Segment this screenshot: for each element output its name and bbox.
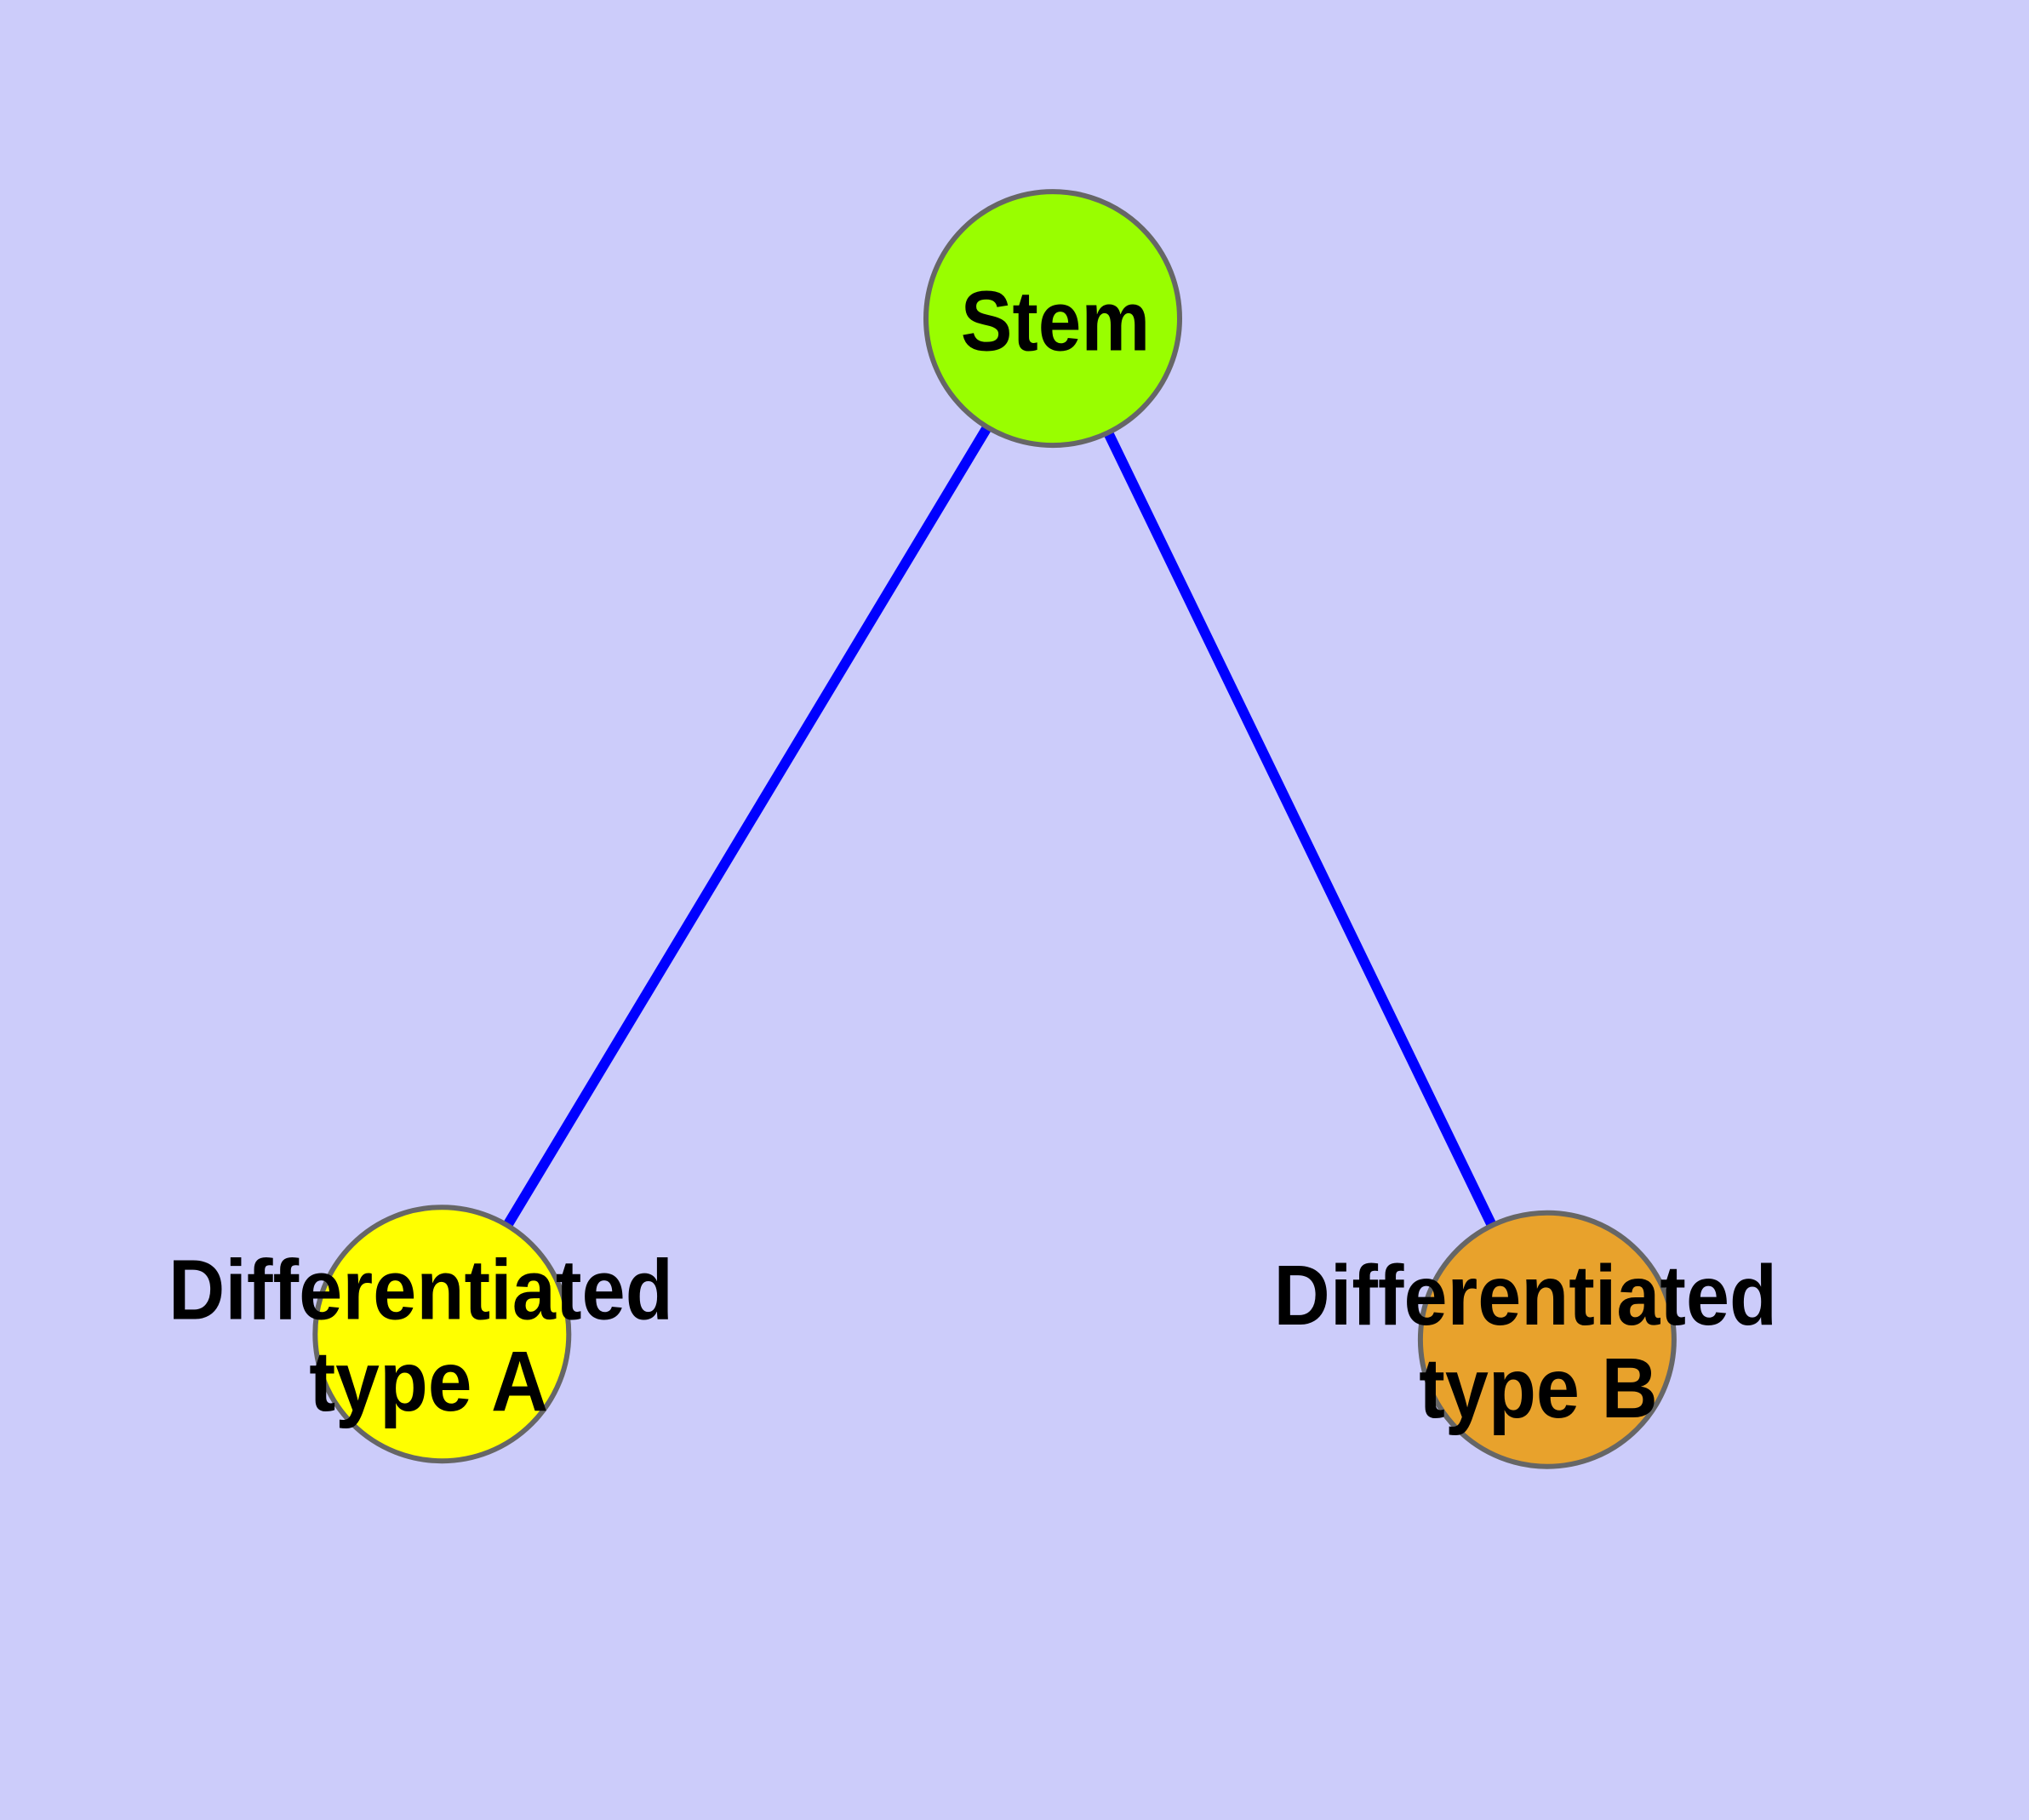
svg-text:Stem: Stem bbox=[961, 274, 1151, 369]
svg-text:Differentiated: Differentiated bbox=[169, 1243, 673, 1338]
svg-text:Differentiated: Differentiated bbox=[1274, 1248, 1778, 1343]
svg-text:type B: type B bbox=[1419, 1341, 1658, 1436]
svg-text:type A: type A bbox=[309, 1334, 548, 1429]
